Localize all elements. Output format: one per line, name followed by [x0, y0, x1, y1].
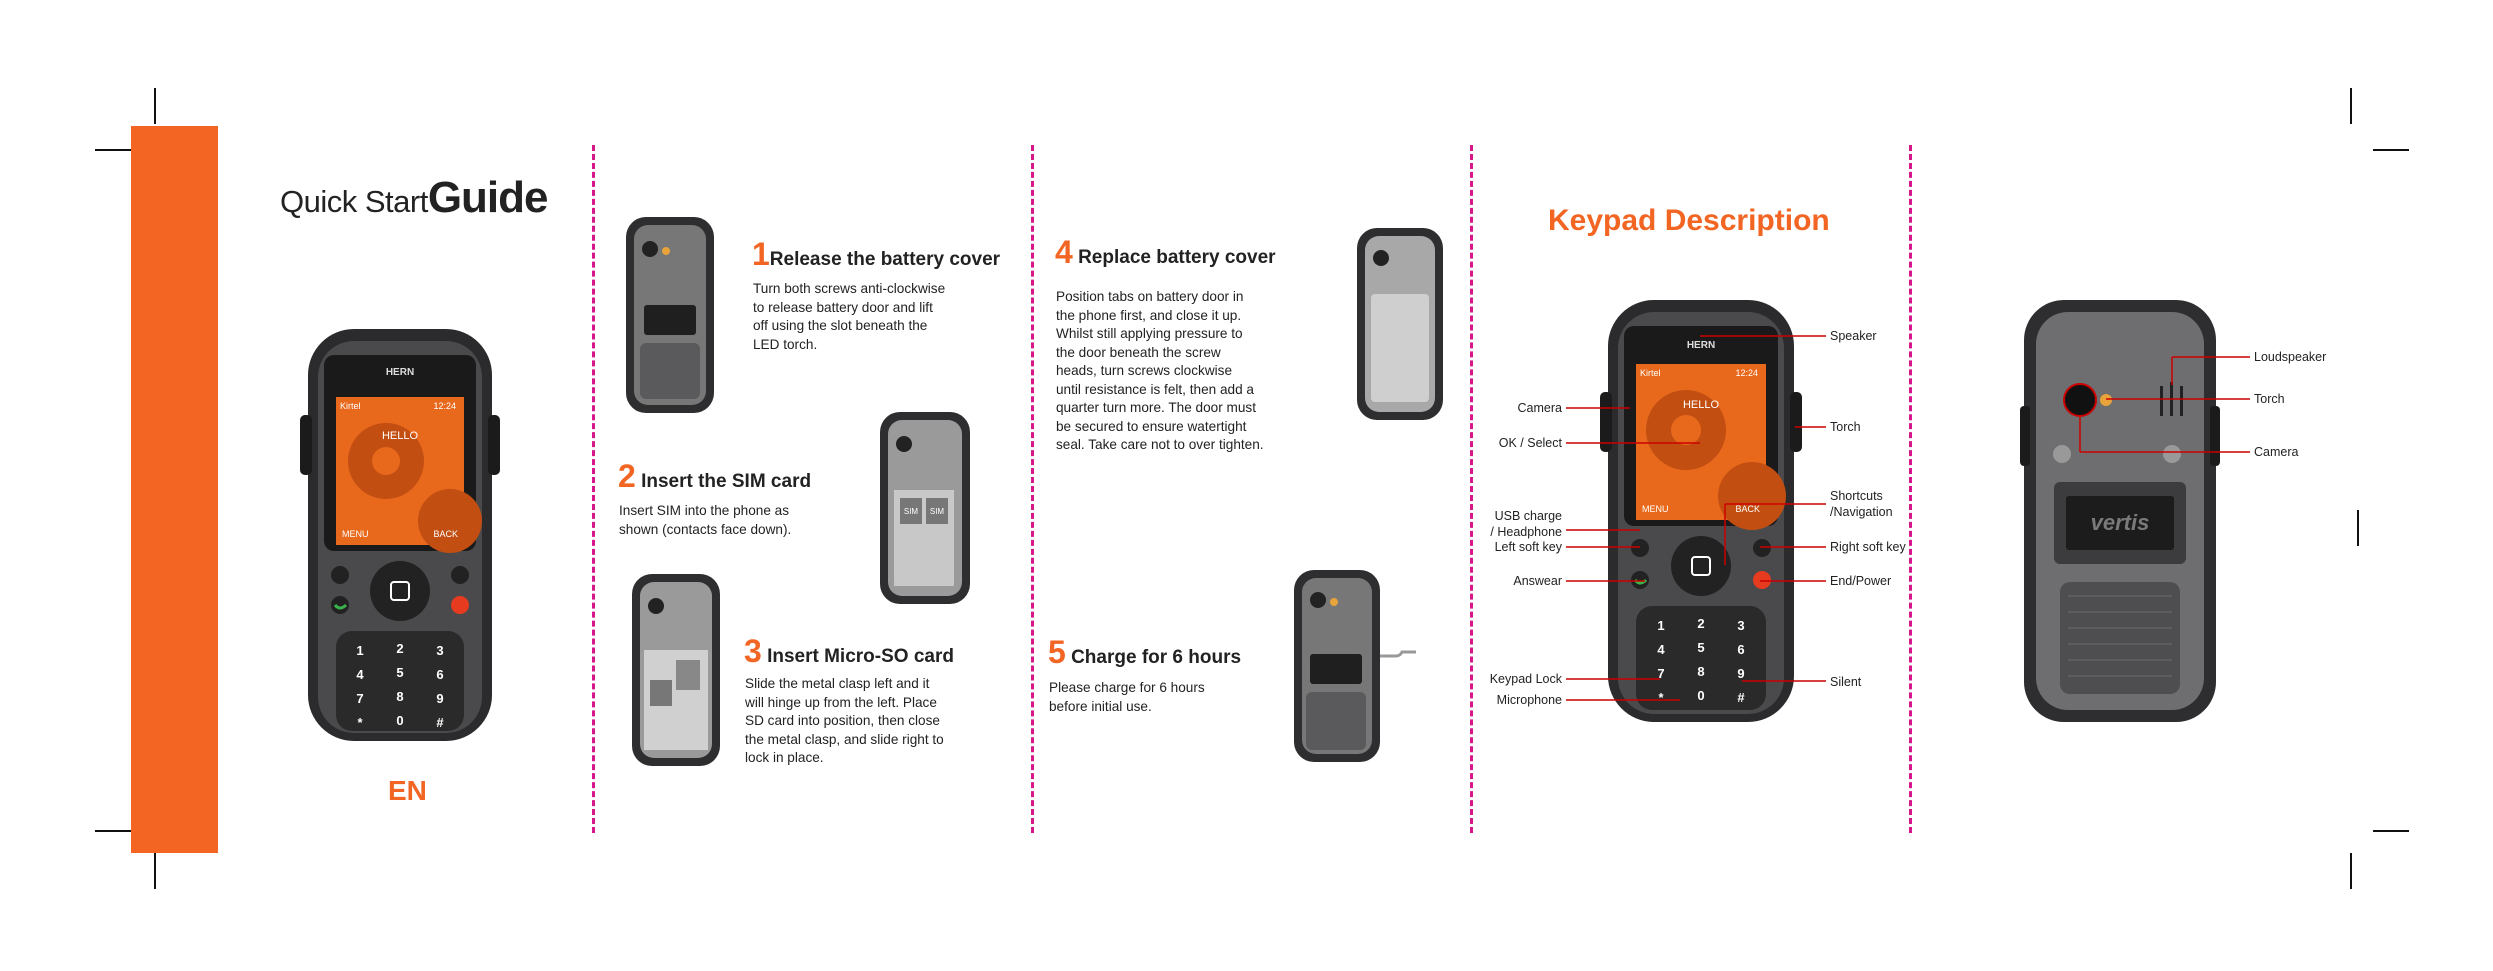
label-ok-select: OK / Select: [1498, 436, 1562, 450]
sim-label: SIM: [904, 507, 919, 516]
step5-title: 5 Charge for 6 hours: [1048, 634, 1242, 670]
svg-text:6: 6: [436, 667, 443, 682]
fold-line: [1909, 145, 1912, 833]
crop-mark: [2373, 830, 2409, 832]
screen-hello: HELLO: [1683, 399, 1720, 411]
svg-text:7: 7: [1657, 666, 1664, 681]
screen-time: 12:24: [1735, 368, 1758, 378]
sim-label: SIM: [930, 507, 945, 516]
svg-text:2: 2: [396, 641, 403, 656]
screen-signal: Kirtel: [1640, 368, 1661, 378]
screen-menu: MENU: [342, 529, 369, 539]
svg-text:4: 4: [1657, 642, 1665, 657]
crop-mark: [2350, 853, 2352, 889]
screen-menu: MENU: [1642, 504, 1669, 514]
step5-text: Please charge for 6 hours before initial…: [1049, 680, 1205, 714]
svg-text:7: 7: [356, 691, 363, 706]
label-left-soft-key: Left soft key: [1494, 540, 1562, 554]
fold-line: [1031, 145, 1034, 833]
svg-text:0: 0: [396, 713, 403, 728]
label-right-soft-key: Right soft key: [1830, 540, 1906, 554]
svg-text:0: 0: [1697, 688, 1704, 703]
screen-back: BACK: [1735, 504, 1760, 514]
phone-brand: HERN: [386, 367, 414, 378]
screen-hello: HELLO: [382, 430, 419, 442]
svg-text:8: 8: [396, 689, 403, 704]
crop-mark: [2357, 510, 2359, 546]
keypad-digits: 1 2 3 4 5 6 7 8 9 * 0 #: [356, 641, 444, 730]
label-usb-charge: USB charge / Headphone: [1490, 509, 1562, 539]
label-answer: Answear: [1513, 574, 1562, 588]
crop-mark: [95, 149, 131, 151]
step2-text: Insert SIM into the phone as shown (cont…: [619, 503, 792, 537]
label-back-torch: Torch: [2254, 392, 2285, 406]
step2-sim-phone: SIM SIM: [880, 412, 970, 604]
fold-line: [592, 145, 595, 833]
svg-text:4: 4: [356, 667, 364, 682]
keypad-phone-front: HERN Kirtel 12:24 HELLO MENU BACK 1 2 3 4 5…: [1600, 300, 1802, 722]
label-microphone: Microphone: [1496, 693, 1562, 707]
screen-signal: Kirtel: [340, 401, 361, 411]
phone-brand: HERN: [1687, 340, 1715, 351]
label-torch: Torch: [1830, 420, 1861, 434]
svg-text:#: #: [436, 715, 444, 730]
svg-text:8: 8: [1697, 664, 1704, 679]
step5-charging-phone: [1294, 570, 1416, 762]
guide-title: Quick StartGuide: [280, 173, 549, 222]
step3-text: Slide the metal clasp left and it will h…: [745, 676, 944, 765]
label-keypad-lock: Keypad Lock: [1489, 672, 1562, 686]
svg-text:6: 6: [1737, 642, 1744, 657]
fold-line: [1470, 145, 1473, 833]
label-end-power: End/Power: [1830, 574, 1892, 588]
step1-phone-back: [626, 217, 714, 413]
cover-phone-front: HERN Kirtel 12:24 HELLO MENU BACK 1 2 3 4 5…: [300, 329, 500, 741]
back-phone: vertis: [2020, 300, 2220, 722]
step1-title: 1Release the battery cover: [752, 236, 1001, 272]
svg-text:3: 3: [1737, 618, 1744, 633]
crop-mark: [2350, 88, 2352, 124]
label-camera: Camera: [1517, 401, 1562, 415]
crop-mark: [95, 830, 131, 832]
step4-title: 4 Replace battery cover: [1055, 234, 1276, 270]
keypad-digits: 1 2 3 4 5 6 7 8 9 * 0 #: [1657, 616, 1745, 705]
svg-text:1: 1: [1657, 618, 1664, 633]
label-loudspeaker: Loudspeaker: [2254, 350, 2327, 364]
screen-back: BACK: [433, 529, 458, 539]
svg-text:*: *: [357, 715, 363, 730]
label-back-camera: Camera: [2254, 445, 2299, 459]
step3-title: 3 Insert Micro-SO card: [744, 633, 954, 669]
svg-text:2: 2: [1697, 616, 1704, 631]
label-silent: Silent: [1830, 675, 1862, 689]
crop-mark: [154, 88, 156, 124]
svg-text:3: 3: [436, 643, 443, 658]
crop-mark: [154, 853, 156, 889]
keypad-title: Keypad Description: [1548, 204, 1830, 237]
svg-text:9: 9: [1737, 666, 1744, 681]
svg-text:5: 5: [396, 665, 403, 680]
step4-phone-back-open: [1357, 228, 1443, 420]
back-brand-logo: vertis: [2091, 510, 2150, 535]
step1-text: Turn both screws anti-clockwise to relea…: [753, 281, 946, 352]
step3-sd-phone: [632, 574, 720, 766]
crop-mark: [2373, 149, 2409, 151]
svg-text:*: *: [1658, 690, 1664, 705]
svg-text:9: 9: [436, 691, 443, 706]
svg-text:#: #: [1737, 690, 1745, 705]
svg-text:5: 5: [1697, 640, 1704, 655]
step2-title: 2 Insert the SIM card: [618, 458, 812, 494]
language-label: EN: [388, 775, 427, 806]
screen-time: 12:24: [433, 401, 456, 411]
orange-side-bar: [131, 126, 218, 853]
step4-text: Position tabs on battery door in the pho…: [1056, 289, 1264, 452]
svg-text:1: 1: [356, 643, 363, 658]
label-speaker: Speaker: [1830, 329, 1877, 343]
label-shortcuts: Shortcuts /Navigation: [1830, 489, 1893, 519]
